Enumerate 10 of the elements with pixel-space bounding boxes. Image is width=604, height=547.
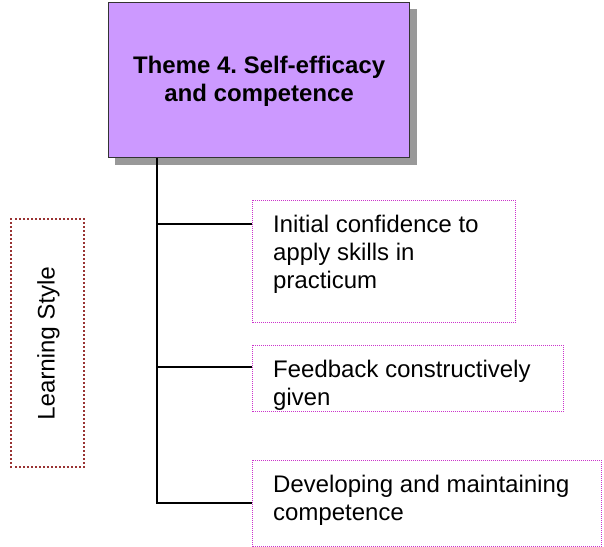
- theme-title: Theme 4. Self-efficacy and competence: [132, 52, 386, 108]
- subtheme-box: [252, 460, 602, 547]
- side-label: Learning Style: [34, 266, 62, 420]
- subtheme-box: [252, 345, 564, 412]
- theme-box: [108, 2, 410, 158]
- subtheme-box: [252, 200, 516, 323]
- side-label-box: [10, 218, 85, 468]
- subtheme-text: Developing and maintaining competence: [273, 471, 570, 527]
- subtheme-text: Feedback constructively given: [273, 356, 532, 412]
- subtheme-text: Initial confidence to apply skills in practicum: [273, 211, 480, 295]
